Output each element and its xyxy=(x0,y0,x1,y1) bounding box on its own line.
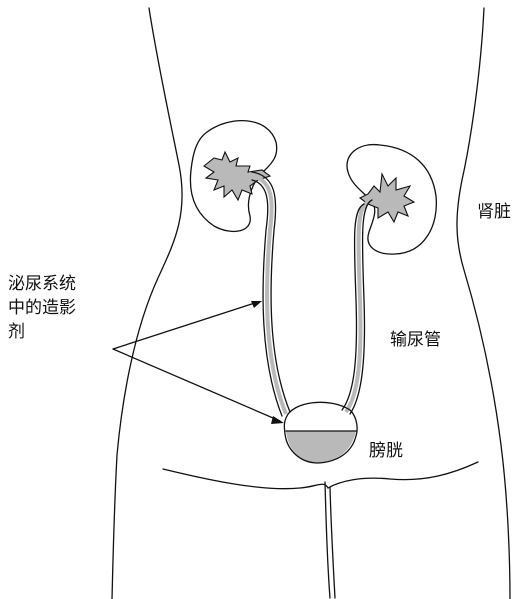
groin-right-line xyxy=(328,462,478,488)
ureter-label: 输尿管 xyxy=(390,328,441,352)
arrow-to-ureter xyxy=(113,302,258,349)
contrast-pointer-arrows xyxy=(113,301,284,424)
body-outline xyxy=(112,8,510,599)
contrast-label-line-3: 剂 xyxy=(8,320,76,344)
bladder-label: 膀胱 xyxy=(369,439,403,463)
contrast-label-line-2: 中的造影 xyxy=(8,296,76,320)
midline-left xyxy=(325,482,330,598)
contrast-label-line-1: 泌尿系统 xyxy=(8,272,76,296)
arrowhead-bladder xyxy=(271,416,284,424)
right-renal-pelvis-contrast xyxy=(360,174,414,222)
contrast-agent-label: 泌尿系统 中的造影 剂 xyxy=(8,272,76,344)
ureters xyxy=(252,172,372,416)
bladder-contrast-fill xyxy=(286,431,356,463)
torso-right-contour xyxy=(457,8,510,599)
left-renal-pelvis-contrast xyxy=(204,152,270,200)
groin-left-line xyxy=(163,469,328,489)
midline-right xyxy=(330,487,335,598)
kidney-label: 肾脏 xyxy=(477,200,511,224)
left-ureter-contrast xyxy=(252,176,286,414)
arrowhead-ureter xyxy=(251,301,262,308)
torso-left-contour xyxy=(112,8,182,599)
arrow-to-bladder xyxy=(113,349,280,421)
